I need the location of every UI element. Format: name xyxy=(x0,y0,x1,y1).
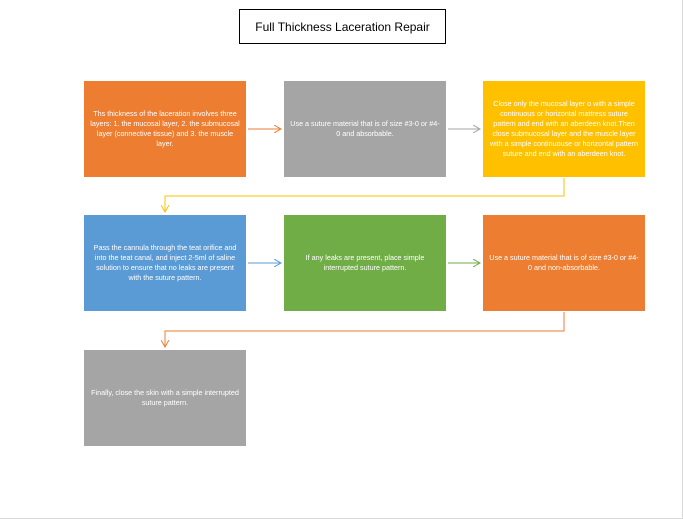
step-4-box: Pass the cannula through the teat orific… xyxy=(84,215,246,311)
step-2-box: Use a suture material that is of size #3… xyxy=(284,81,446,177)
arrow-step3-to-step4 xyxy=(165,178,565,212)
diagram-title: Full Thickness Laceration Repair xyxy=(239,9,446,44)
step-7-box: Finally, close the skin with a simple in… xyxy=(84,350,246,446)
step-5-box: If any leaks are present, place simple i… xyxy=(284,215,446,311)
arrow-step6-to-step7 xyxy=(165,312,565,347)
step-6-box: Use a suture material that is of size #3… xyxy=(483,215,645,311)
step-1-box: Ths thickness of the laceration involves… xyxy=(84,81,246,177)
step-3-box: Close only the mucosal layer o with a si… xyxy=(483,81,645,177)
